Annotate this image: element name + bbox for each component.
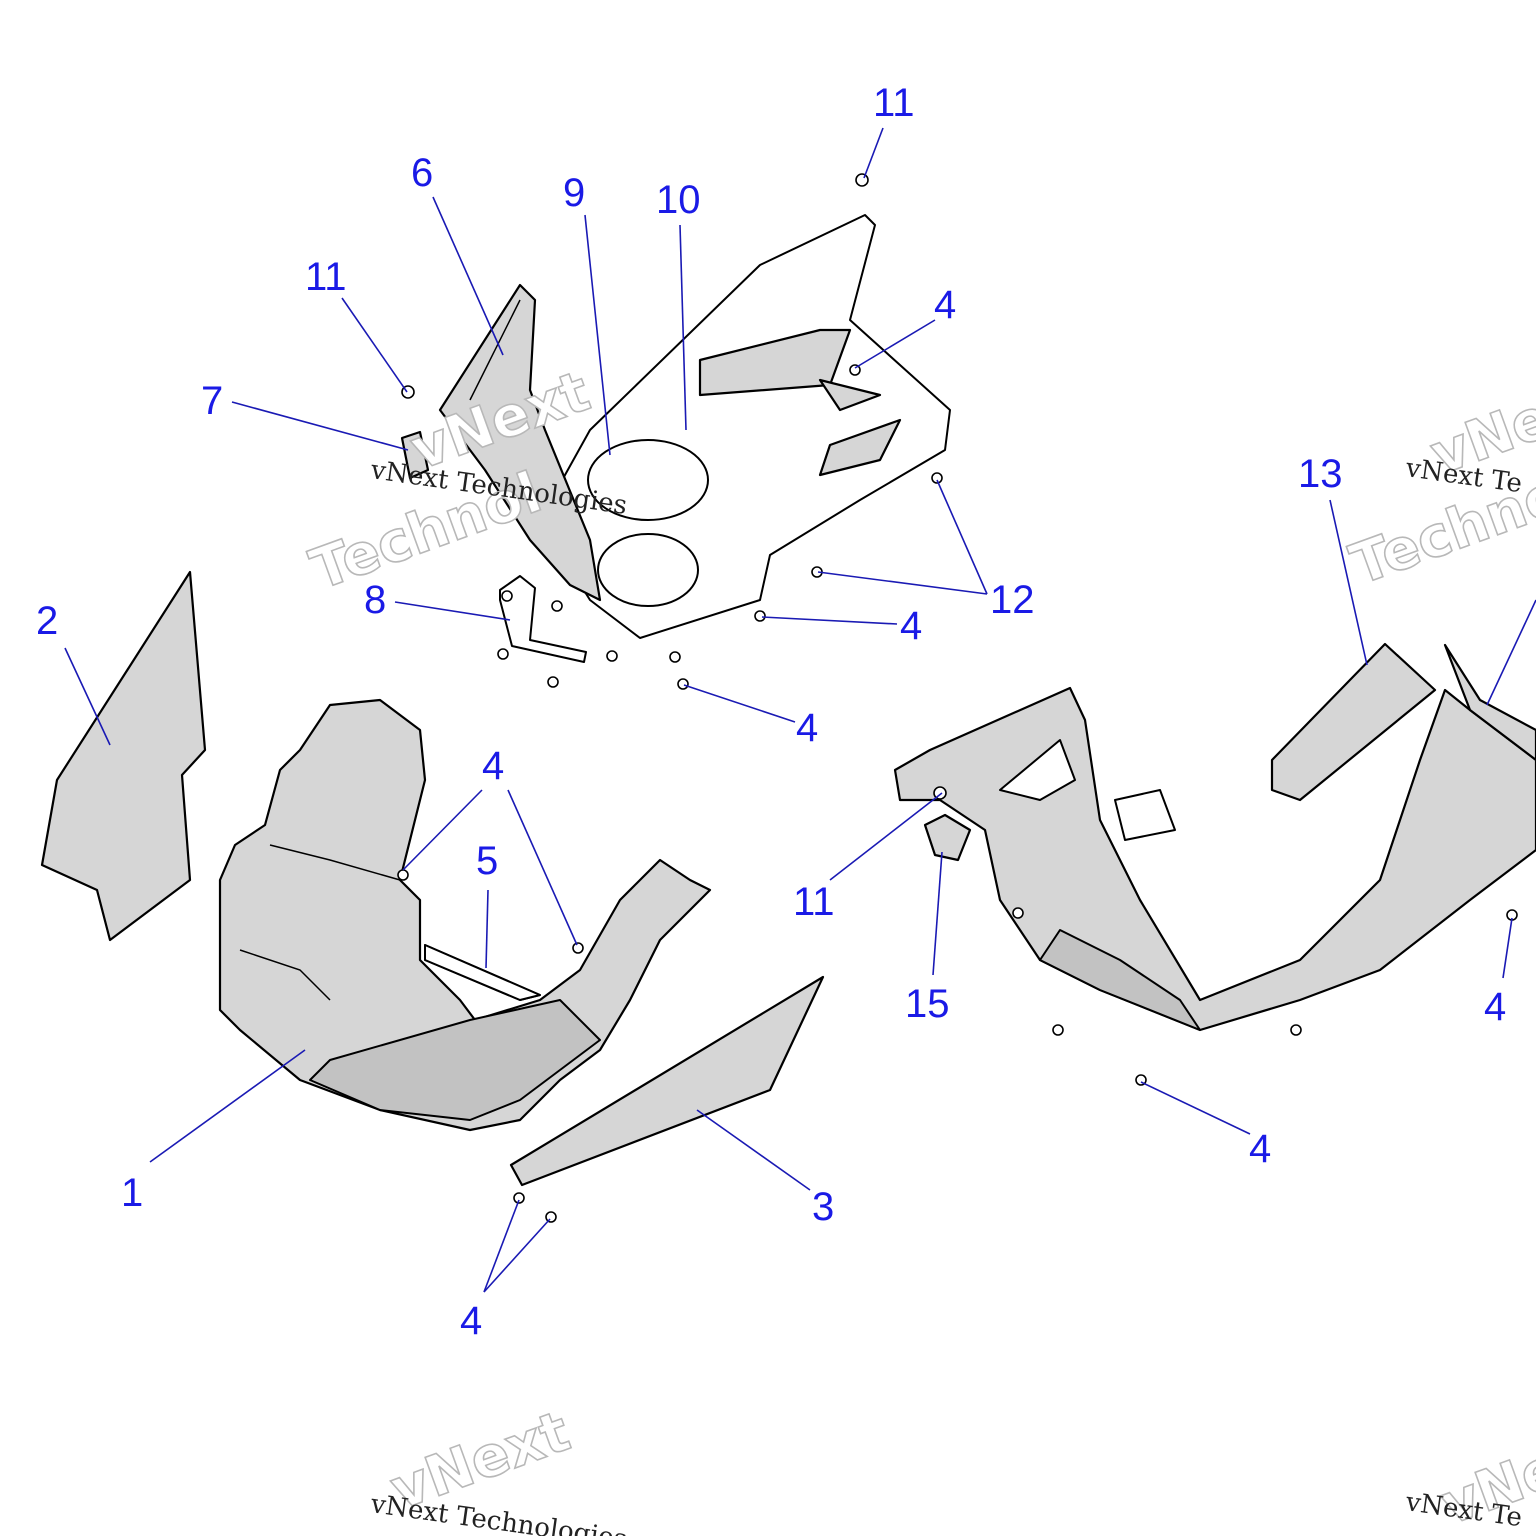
callout-4: 4 <box>796 706 818 750</box>
part-5-decal <box>424 944 541 1001</box>
fastener-screw <box>669 651 681 663</box>
part-1-front-housing <box>218 698 712 1132</box>
fastener-screw <box>545 1211 557 1223</box>
fastener-screw <box>677 678 689 690</box>
callout-4: 4 <box>900 604 922 648</box>
part-13-side-panel <box>1270 642 1437 802</box>
callout-10: 10 <box>656 178 701 222</box>
fastener-screw <box>1012 907 1024 919</box>
callout-1: 1 <box>121 1171 143 1215</box>
callout-3: 3 <box>812 1185 834 1229</box>
part-15-block <box>923 813 972 862</box>
fastener-screw <box>1290 1024 1302 1036</box>
fasteners <box>397 173 1518 1223</box>
part-7-small-bracket <box>400 430 430 480</box>
fastener-clip <box>855 173 869 187</box>
fastener-screw <box>1052 1024 1064 1036</box>
callout-labels: 11 6 9 10 11 4 7 13 2 8 12 4 4 4 5 11 15… <box>36 81 1506 1343</box>
part-8-mount-bracket <box>499 575 587 663</box>
callout-4: 4 <box>934 283 956 327</box>
callout-12: 12 <box>990 578 1035 622</box>
fastener-screw <box>501 590 513 602</box>
callout-2: 2 <box>36 599 58 643</box>
fastener-screw <box>931 472 943 484</box>
callout-11: 11 <box>873 81 915 125</box>
callout-4: 4 <box>1484 985 1506 1029</box>
callout-8: 8 <box>364 578 386 622</box>
skid-plate-opening-upper <box>587 439 709 521</box>
fastener-screw <box>849 364 861 376</box>
fastener-screw <box>606 650 618 662</box>
part-2-side-panel <box>40 570 207 942</box>
fastener-screw <box>513 1192 525 1204</box>
watermark-vnext-technologies-bottom: vNext Technologies <box>368 1489 629 1536</box>
fastener-screw <box>754 610 766 622</box>
fastener-screw <box>547 676 559 688</box>
part-right-housing <box>893 643 1536 1032</box>
callout-9: 9 <box>563 171 585 215</box>
callout-4: 4 <box>1249 1127 1271 1171</box>
fastener-screw <box>497 648 509 660</box>
callout-4: 4 <box>460 1299 482 1343</box>
callout-15: 15 <box>905 982 950 1026</box>
callout-5: 5 <box>476 839 498 883</box>
part-6-bracket <box>438 283 602 602</box>
callout-11: 11 <box>793 880 835 924</box>
callout-6: 6 <box>411 151 433 195</box>
part-3-lower-panel <box>509 975 825 1187</box>
skid-plate-opening-lower <box>597 533 699 607</box>
callout-13: 13 <box>1298 452 1343 496</box>
fastener-screw <box>572 942 584 954</box>
callout-4: 4 <box>482 744 504 788</box>
leader-lines <box>64 127 1536 1293</box>
callout-7: 7 <box>201 379 223 423</box>
fastener-screw <box>397 869 409 881</box>
callout-11: 11 <box>305 255 347 299</box>
part-9-skid-plate <box>539 214 951 639</box>
fastener-screw <box>551 600 563 612</box>
